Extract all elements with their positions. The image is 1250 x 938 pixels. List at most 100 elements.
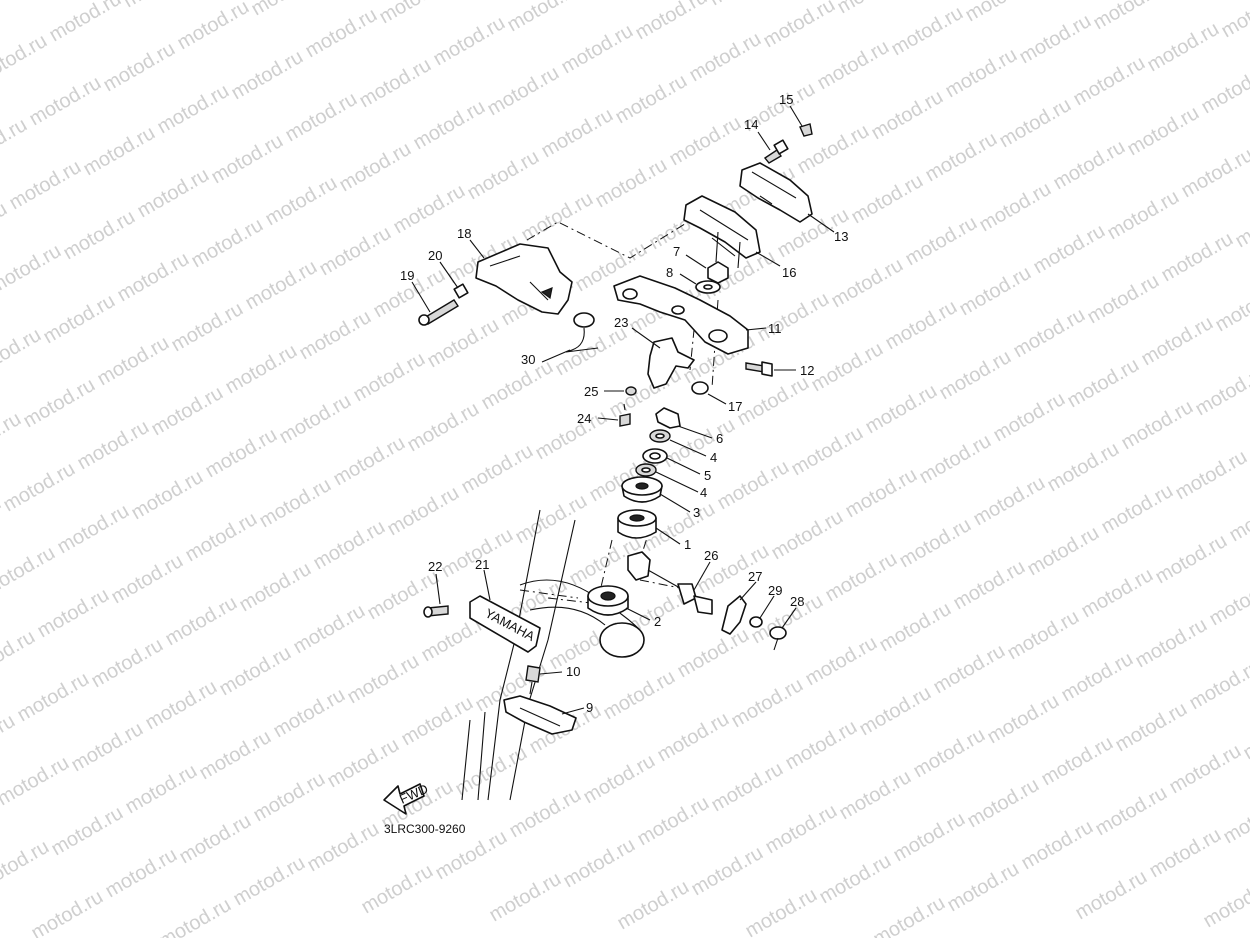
watermark-text: motod.ru [0, 458, 79, 517]
watermark-text: motod.ru [1124, 102, 1203, 161]
watermark-text: motod.ru [782, 716, 861, 775]
watermark-text: motod.ru [532, 406, 611, 465]
watermark-text: motod.ru [26, 72, 105, 131]
washer-4b [635, 463, 657, 477]
watermark-text: motod.ru [666, 112, 745, 171]
watermark-text: motod.ru [248, 0, 327, 20]
watermark-text: motod.ru [1044, 438, 1123, 497]
watermark-text: motod.ru [176, 810, 255, 869]
watermark-text: motod.ru [976, 178, 1055, 237]
watermark-text: motod.ru [128, 466, 207, 525]
watermark-text: motod.ru [122, 760, 201, 819]
label-18: 18 [457, 226, 471, 241]
watermark-text: motod.ru [114, 248, 193, 307]
watermark-text: motod.ru [324, 734, 403, 793]
watermark-text: motod.ru [754, 288, 833, 347]
watermark-text: motod.ru [996, 94, 1075, 153]
label-23: 23 [614, 315, 628, 330]
handlebar-holder-upper-13 [739, 162, 813, 223]
watermark-text: motod.ru [108, 550, 187, 609]
watermark-text: motod.ru [290, 600, 369, 659]
pinch-bolt-12 [745, 361, 773, 377]
watermark-text: motod.ru [1018, 816, 1097, 875]
watermark-text: motod.ru [512, 490, 591, 549]
watermark-text: motod.ru [762, 800, 841, 859]
watermark-text: motod.ru [302, 4, 381, 63]
watermark-text: motod.ru [478, 356, 557, 415]
screw-28 [769, 626, 787, 651]
watermark-text: motod.ru [54, 500, 133, 559]
part-labels: 15 14 13 16 7 8 11 12 23 17 25 24 6 4 5 … [384, 92, 848, 836]
cover-9 [503, 695, 577, 735]
watermark-text: motod.ru [1152, 530, 1231, 589]
watermark-text: motod.ru [68, 718, 147, 777]
watermark-text: motod.ru [40, 290, 119, 349]
label-20: 20 [428, 248, 442, 263]
label-22: 22 [428, 559, 442, 574]
watermark-text: motod.ru [350, 348, 429, 407]
label-8: 8 [666, 265, 673, 280]
watermark-text: motod.ru [742, 884, 821, 938]
bearing-cover-3 [621, 476, 663, 503]
watermark-text: motod.ru [156, 894, 235, 938]
watermark-text: motod.ru [580, 750, 659, 809]
label-19: 19 [400, 268, 414, 283]
watermark-text: motod.ru [0, 324, 45, 383]
watermark-text: motod.ru [0, 836, 53, 895]
watermark-text: motod.ru [1138, 312, 1217, 371]
watermark-text: motod.ru [1024, 522, 1103, 581]
watermark-text: motod.ru [202, 424, 281, 483]
watermark-text: motod.ru [592, 154, 671, 213]
watermark-text: motod.ru [102, 844, 181, 903]
watermark-text: motod.ru [632, 0, 711, 44]
nut-17 [691, 381, 709, 395]
watermark-text: motod.ru [100, 38, 179, 97]
label-28: 28 [790, 594, 804, 609]
watermark-text: motod.ru [304, 818, 383, 877]
watermark-text: motod.ru [236, 558, 315, 617]
watermark-text: motod.ru [634, 792, 713, 851]
watermark-text: motod.ru [0, 30, 51, 89]
upper-bracket-11 [613, 275, 749, 355]
watermark-text: motod.ru [1218, 0, 1250, 42]
watermark-text: motod.ru [228, 46, 307, 105]
watermark-text: motod.ru [504, 0, 583, 36]
watermark-text: motod.ru [1198, 60, 1250, 119]
watermark-text: motod.ru [856, 682, 935, 741]
callout-lines [411, 105, 835, 715]
watermark-text: motod.ru [270, 684, 349, 743]
watermark-text: motod.ru [802, 632, 881, 691]
watermark-text: motod.ru [734, 372, 813, 431]
watermark-text: motod.ru [356, 54, 435, 113]
watermark-text: motod.ru [814, 36, 893, 95]
watermark-text: motod.ru [1178, 144, 1250, 203]
watermark-text: motod.ru [208, 130, 287, 189]
watermark-text: motod.ru [174, 0, 253, 54]
watermark-text: motod.ru [80, 122, 159, 181]
watermark-text: motod.ru [1016, 10, 1095, 69]
watermark-text: motod.ru [834, 0, 913, 18]
watermark-text: motod.ru [882, 296, 961, 355]
watermark-text: motod.ru [330, 432, 409, 491]
label-15: 15 [779, 92, 793, 107]
watermark-text: motod.ru [1090, 0, 1169, 34]
watermark-text: motod.ru [20, 374, 99, 433]
watermark-text: motod.ru [148, 382, 227, 441]
watermark-text: motod.ru [438, 524, 517, 583]
watermark-text: motod.ru [48, 802, 127, 861]
label-29: 29 [768, 583, 782, 598]
bolt-24 [619, 403, 631, 427]
watermark-text: motod.ru [1146, 824, 1225, 883]
watermark-text: motod.ru [46, 0, 125, 46]
watermark-text: motod.ru [1038, 732, 1117, 791]
watermark-text: motod.ru [1084, 270, 1163, 329]
watermark-text: motod.ru [154, 80, 233, 139]
watermark-text: motod.ru [1200, 874, 1250, 933]
watermark-text: motod.ru [1132, 614, 1211, 673]
handlebar-holder-16 [683, 195, 761, 269]
watermark-text: motod.ru [1078, 564, 1157, 623]
watermark-text: motod.ru [28, 886, 107, 938]
watermark-text: motod.ru [0, 240, 65, 299]
watermark-text: motod.ru [1166, 740, 1245, 799]
